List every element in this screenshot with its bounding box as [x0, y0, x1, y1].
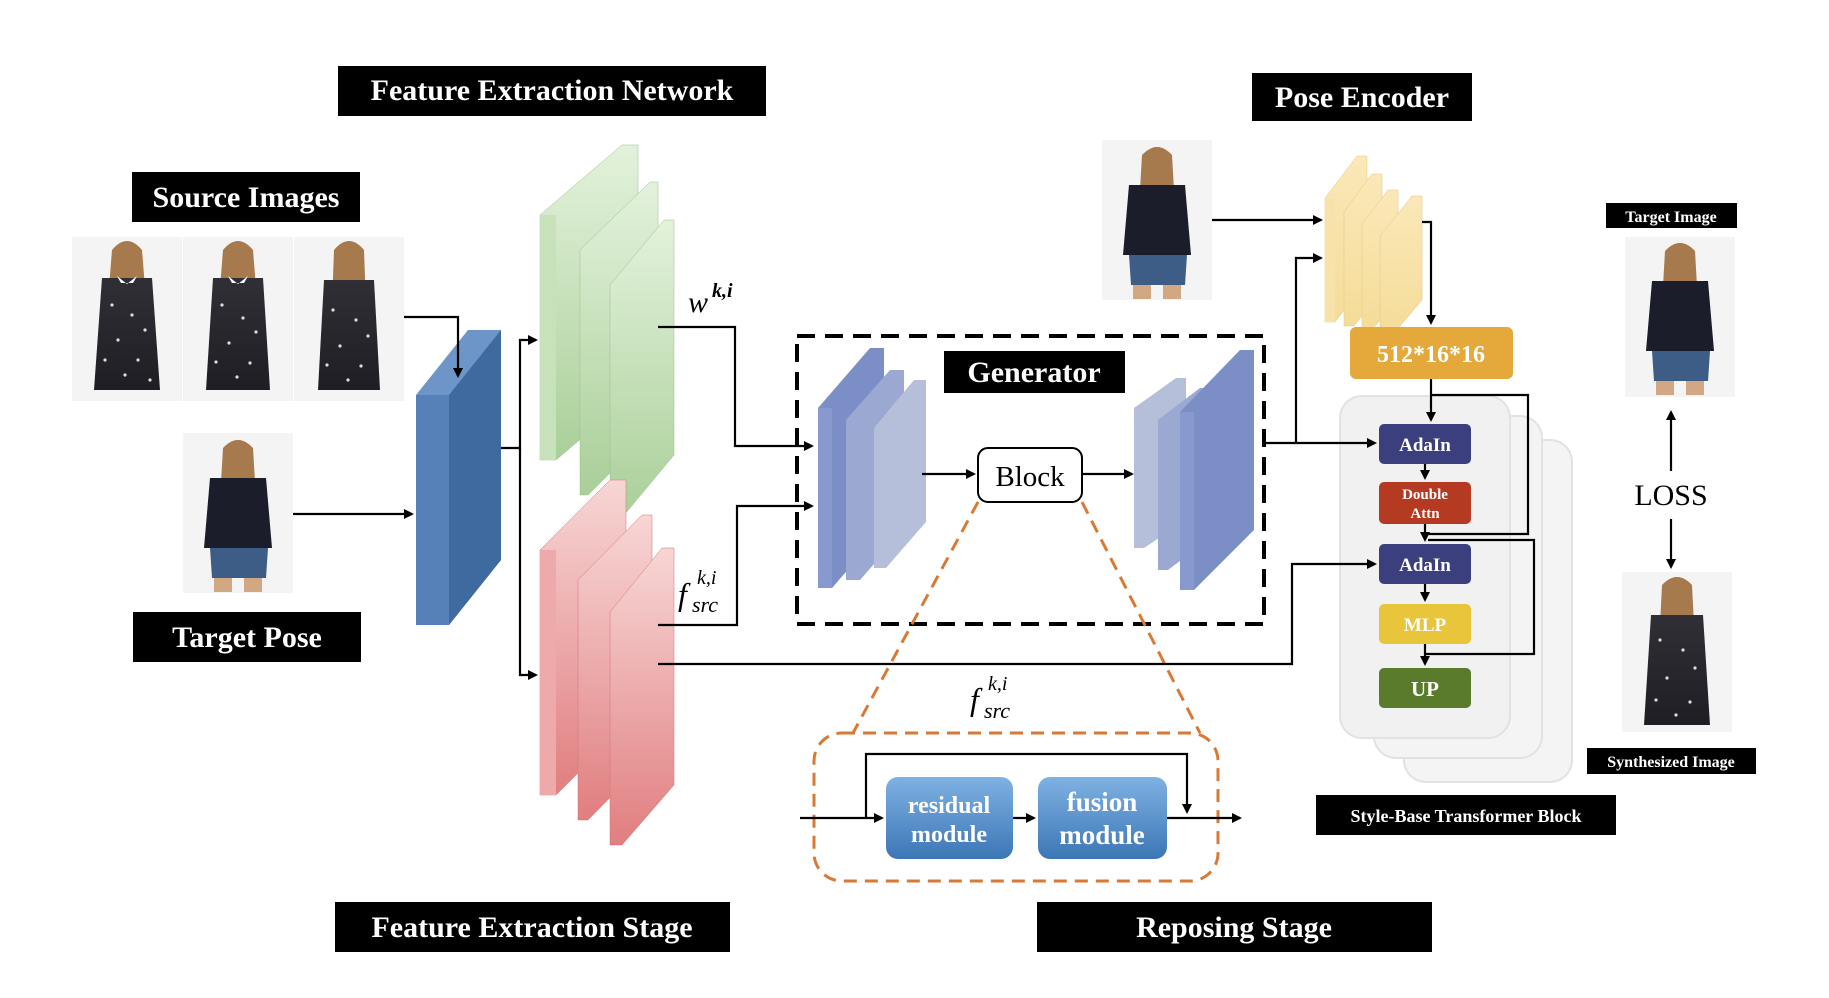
svg-text:Target Image: Target Image	[1625, 209, 1716, 226]
svg-text:Feature Extraction Stage: Feature Extraction Stage	[371, 911, 692, 944]
generator-input-layers	[818, 348, 926, 588]
svg-text:AdaIn: AdaIn	[1399, 555, 1451, 576]
svg-text:AdaIn: AdaIn	[1399, 435, 1451, 456]
f-src-label-1: f k,i src	[678, 567, 718, 617]
svg-text:k,i: k,i	[697, 567, 716, 589]
w-ki-label: w k,i	[688, 280, 733, 319]
connectors	[293, 215, 1676, 823]
svg-text:Synthesized Image: Synthesized Image	[1607, 754, 1735, 771]
reposing-stage-label: Reposing Stage	[1037, 902, 1432, 952]
svg-text:Feature Extraction Network: Feature Extraction Network	[371, 74, 734, 107]
loss-label: LOSS	[1634, 479, 1707, 512]
svg-text:src: src	[692, 592, 718, 617]
target-pose-label: Target Pose	[133, 612, 361, 662]
dims-box: 512*16*16	[1350, 327, 1513, 379]
svg-text:f: f	[678, 576, 691, 612]
feature-extraction-green-stack	[539, 144, 675, 521]
source-image-1	[72, 237, 182, 401]
up-box: UP	[1379, 668, 1471, 708]
pose-encoder-input-image	[1102, 140, 1212, 300]
f-src-label-2: f k,i src	[970, 673, 1010, 723]
adain-2-box: AdaIn	[1379, 544, 1471, 584]
fusion-module: fusion module	[1038, 777, 1167, 859]
residual-module: residual module	[886, 777, 1013, 859]
feature-extraction-pink-stack	[539, 479, 675, 846]
svg-text:512*16*16: 512*16*16	[1377, 342, 1485, 368]
svg-text:Style-Base Transformer Block: Style-Base Transformer Block	[1351, 806, 1582, 826]
feature-encoder-block	[416, 330, 501, 625]
synthesized-image	[1622, 572, 1732, 732]
svg-text:residual: residual	[908, 793, 991, 819]
target-pose-image	[183, 433, 293, 593]
block-node: Block	[977, 447, 1083, 503]
svg-text:module: module	[911, 822, 987, 848]
svg-text:src: src	[984, 698, 1010, 723]
source-image-3	[294, 237, 404, 401]
svg-text:module: module	[1059, 820, 1145, 850]
mlp-box: MLP	[1379, 604, 1471, 644]
pose-encoder-layers	[1324, 155, 1423, 339]
svg-text:w: w	[688, 286, 708, 319]
style-base-transformer-block-label: Style-Base Transformer Block	[1316, 795, 1616, 835]
double-attn-box: Double Attn	[1379, 482, 1471, 524]
svg-text:f: f	[970, 681, 983, 717]
block-expansion-lines	[851, 501, 1202, 734]
svg-text:k,i: k,i	[988, 673, 1007, 695]
feature-extraction-network-label: Feature Extraction Network	[338, 66, 766, 116]
svg-text:Double: Double	[1402, 487, 1448, 503]
svg-text:UP: UP	[1411, 677, 1439, 701]
svg-text:Block: Block	[995, 461, 1065, 493]
synthesized-image-label: Synthesized Image	[1587, 748, 1756, 774]
target-image-label: Target Image	[1606, 203, 1737, 228]
generator-dashed-box	[795, 334, 1266, 626]
feature-extraction-stage-label: Feature Extraction Stage	[335, 902, 730, 952]
svg-text:Generator: Generator	[967, 356, 1100, 389]
svg-text:k,i: k,i	[712, 280, 733, 302]
svg-text:MLP: MLP	[1404, 615, 1447, 636]
svg-text:Pose Encoder: Pose Encoder	[1275, 81, 1449, 114]
generator-label: Generator	[944, 351, 1125, 393]
block-detail-dashed-box	[812, 731, 1220, 883]
svg-text:Source Images: Source Images	[153, 181, 340, 214]
target-image	[1625, 237, 1735, 397]
svg-text:fusion: fusion	[1067, 787, 1138, 817]
pose-encoder-label: Pose Encoder	[1252, 73, 1472, 121]
svg-text:Reposing Stage: Reposing Stage	[1136, 911, 1332, 944]
source-image-2	[183, 237, 293, 401]
svg-text:Attn: Attn	[1410, 506, 1440, 522]
adain-1-box: AdaIn	[1379, 424, 1471, 464]
generator-output-layers	[1134, 350, 1254, 590]
source-images-label: Source Images	[132, 172, 360, 222]
svg-text:Target Pose: Target Pose	[172, 621, 322, 654]
